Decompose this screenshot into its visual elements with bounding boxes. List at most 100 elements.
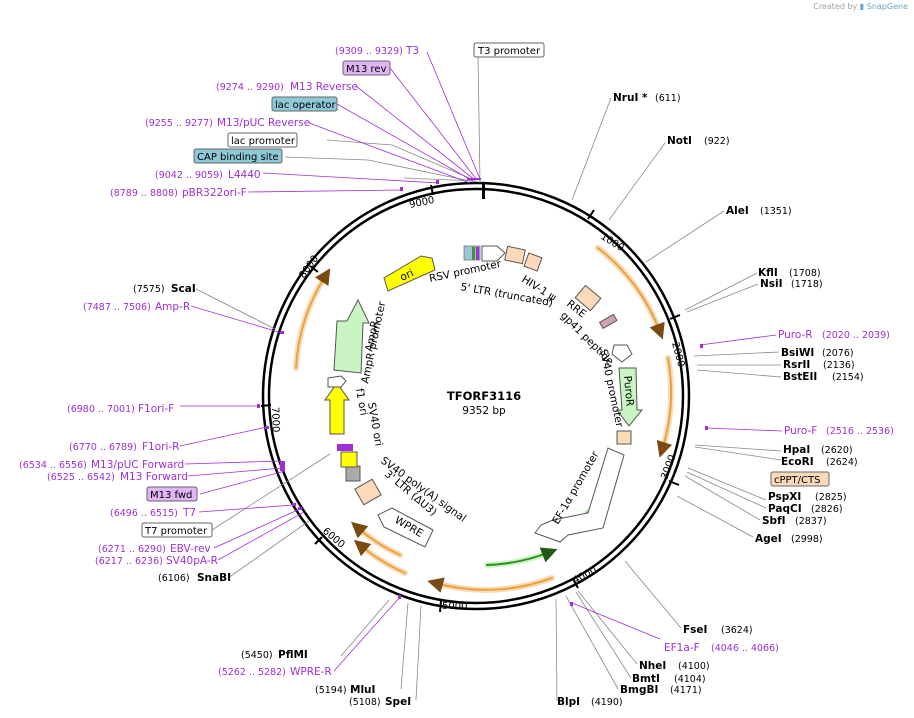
primer-f1ori-r: F1ori-R (142, 441, 179, 453)
enzyme-noti-pos: (922) (704, 136, 730, 147)
puror-arrow (616, 367, 644, 427)
primer-amp-r: Amp-R (155, 301, 190, 313)
boxed-labels: T3 promoter M13 rev lac operator lac pro… (141, 42, 830, 538)
enzyme-nsii: NsiI (760, 278, 783, 290)
box-label-cap-binding: CAP binding site (197, 152, 279, 163)
box-label-m13-rev: M13 rev (346, 64, 387, 75)
label-ori: ori (398, 267, 415, 284)
primer-m13puc-reverse: M13/pUC Reverse (217, 117, 310, 129)
primer-wpre-r: WPRE-R (290, 666, 332, 678)
enzyme-pspxi-pos: (2825) (815, 492, 847, 503)
backbone-outer-ring (261, 181, 691, 611)
enzyme-hpai: HpaI (783, 444, 810, 456)
primer-m13puc-reverse-pos: (9255 .. 9277) (145, 118, 213, 129)
snapgene-logo-icon: ▮ (859, 2, 865, 11)
primer-puro-r: Puro-R (778, 329, 813, 341)
primer-puro-f-pos: (2516 .. 2536) (826, 426, 894, 437)
enzyme-rsrii: RsrII (783, 359, 810, 371)
primer-f1ori-f-pos: (6980 .. 7001) (67, 404, 135, 415)
enzyme-fsei: FseI (683, 624, 707, 636)
ampr-promoter-arrow (327, 375, 347, 388)
features (324, 245, 644, 548)
primer-ef1a-f: EF1a-F (664, 642, 700, 654)
primer-t7: T7 (182, 507, 196, 519)
primer-ebv-rev: EBV-rev (170, 543, 211, 555)
box-cppt (770, 471, 830, 487)
credit-prefix: Created by (813, 2, 858, 11)
tick-9000: 9000 (408, 195, 435, 211)
box-label-lac-promoter: lac promoter (231, 136, 296, 147)
enzyme-mlui-pos: (5194) (315, 685, 347, 696)
enzyme-blpi: BlpI (557, 696, 580, 708)
box-lac-promoter (227, 132, 298, 148)
plasmid-size: 9352 bp (462, 405, 506, 417)
credit-brand: SnapGene (866, 2, 908, 11)
enzyme-sbfi-pos: (2837) (795, 516, 827, 527)
enzyme-paqci: PaqCI (768, 503, 802, 515)
enzyme-bmgbi: BmgBI (620, 684, 658, 696)
box-label-cppt: cPPT/CTS (774, 475, 820, 486)
rsv-promoter-arrow (481, 245, 506, 262)
ef1a-promoter-arrow (534, 447, 625, 543)
enzyme-bmti: BmtI (632, 673, 660, 685)
primer-m13puc-forward: M13/pUC Forward (91, 459, 184, 471)
box-t3-promoter (473, 42, 545, 58)
label-puror: PuroR (621, 375, 636, 407)
primer-pbr322: pBR322ori-F (182, 187, 247, 199)
enzyme-spei: SpeI (385, 696, 411, 708)
backbone-inner-ring (267, 187, 685, 605)
ampr-arrow (333, 298, 370, 374)
primer-l4440: L4440 (228, 169, 261, 181)
enzyme-snabi-pos: (6106) (158, 573, 190, 584)
enzyme-ecori-pos: (2624) (826, 457, 858, 468)
box-label-t3-promoter: T3 promoter (477, 46, 541, 57)
primer-f1ori-r-pos: (6770 .. 6789) (69, 442, 137, 453)
tick-4000: 4000 (571, 565, 599, 587)
enzyme-scai-pos: (7575) (133, 284, 165, 295)
wpre-arrow (377, 507, 434, 548)
tick-8000: 8000 (297, 254, 321, 281)
enzyme-bmti-pos: (4104) (674, 674, 706, 685)
primer-l4440-pos: (9042 .. 9059) (155, 170, 223, 181)
f1-ori-arrow (324, 382, 350, 435)
enzyme-mlui: MluI (350, 684, 375, 696)
enzyme-nsii-pos: (1718) (791, 279, 823, 290)
box-cap-binding (193, 148, 283, 164)
snapgene-credit: Created by ▮ SnapGene (813, 2, 908, 11)
primer-t3: T3 (405, 45, 419, 57)
primer-wpre-r-pos: (5262 .. 5282) (218, 667, 286, 678)
enzyme-pspxi: PspXI (768, 491, 801, 503)
tick-5000: 5000 (442, 601, 467, 612)
enzyme-blpi-pos: (4190) (591, 697, 623, 708)
enzyme-fsei-pos: (3624) (721, 625, 753, 636)
origin-marker (482, 182, 485, 199)
sv40-ori-box (340, 451, 358, 468)
ltr3-box (354, 478, 382, 506)
box-lac-operator (271, 96, 338, 112)
primer-puro-f: Puro-F (784, 425, 817, 437)
arc-amp (293, 272, 329, 371)
box-label-lac-operator: lac operator (275, 100, 336, 111)
enzyme-kfli: KflI (758, 267, 778, 279)
enzyme-spei-pos: (5108) (349, 697, 381, 708)
enzyme-nhei-pos: (4100) (678, 661, 710, 672)
enzyme-bsiwi: BsiWI (781, 347, 814, 359)
enzyme-hpai-pos: (2620) (821, 445, 853, 456)
primer-t3-pos: (9309 .. 9329) (335, 46, 403, 57)
ori-arrow (383, 255, 436, 292)
enzyme-kfli-pos: (1708) (789, 268, 821, 279)
enzyme-bsteii: BstEII (783, 371, 817, 383)
enzyme-alei-pos: (1351) (760, 206, 792, 217)
enzyme-agei-pos: (2998) (791, 534, 823, 545)
primer-m13-reverse-pos: (9274 .. 9290) (216, 82, 284, 93)
box-m13-rev (342, 60, 391, 76)
enzyme-ecori: EcoRI (781, 456, 814, 468)
enzyme-bsteii-pos: (2154) (832, 372, 864, 383)
primer-m13puc-forward-pos: (6534 .. 6556) (19, 460, 87, 471)
enzyme-nhei: NheI (639, 660, 666, 672)
primer-m13-forward: M13 Forward (120, 471, 188, 483)
enzyme-agei: AgeI (755, 533, 782, 545)
primer-f1ori-f: F1ori-F (138, 403, 174, 415)
primer-pbr322-pos: (8789 .. 8808) (110, 188, 178, 199)
